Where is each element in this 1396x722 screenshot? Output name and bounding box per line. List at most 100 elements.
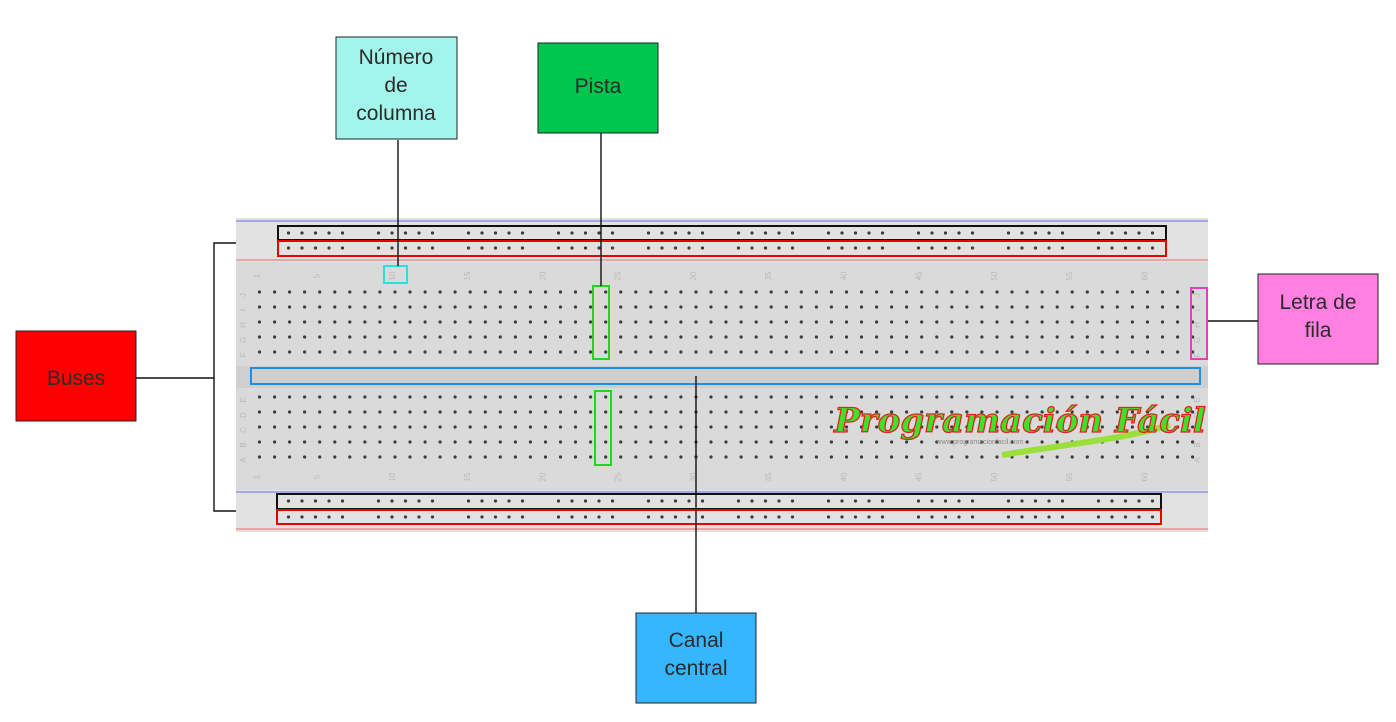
breadboard-hole <box>679 290 683 294</box>
breadboard-hole <box>423 305 427 309</box>
breadboard-hole <box>769 320 773 324</box>
breadboard-hole <box>438 455 442 459</box>
bus-hole <box>1020 246 1024 250</box>
breadboard-hole <box>1010 290 1014 294</box>
breadboard-hole <box>814 425 819 429</box>
breadboard-hole <box>1145 440 1150 444</box>
breadboard-hole <box>890 425 894 429</box>
column-number-text: 20 <box>539 271 548 280</box>
row-letter-text: A <box>239 457 248 463</box>
bus-hole <box>840 246 844 250</box>
breadboard-hole <box>1085 395 1089 399</box>
breadboard-hole <box>528 440 533 444</box>
row-letter-text: C <box>239 427 248 433</box>
column-number-text: 10 <box>388 472 397 481</box>
buses-bracket <box>213 242 236 512</box>
breadboard-hole <box>724 395 728 399</box>
breadboard-hole <box>649 305 653 309</box>
breadboard-hole <box>558 335 563 339</box>
breadboard-hole <box>739 425 743 429</box>
breadboard-hole <box>619 350 623 354</box>
breadboard-hole <box>348 350 352 354</box>
breadboard-hole <box>1040 455 1044 459</box>
breadboard-hole <box>694 320 698 324</box>
breadboard-hole <box>739 335 743 339</box>
breadboard-hole <box>589 350 593 354</box>
bus-hole <box>1150 515 1155 519</box>
bus-hole <box>700 499 705 503</box>
breadboard-hole <box>950 455 954 459</box>
breadboard-hole <box>679 395 683 399</box>
breadboard-hole <box>333 425 337 429</box>
bus-hole <box>736 246 741 250</box>
breadboard-hole <box>965 350 969 354</box>
breadboard-hole <box>273 305 277 309</box>
breadboard-hole <box>1100 335 1104 339</box>
bus-hole <box>507 515 511 519</box>
breadboard-hole <box>739 395 743 399</box>
breadboard-hole <box>1040 440 1044 444</box>
bus-hole <box>736 499 741 503</box>
bus-hole <box>570 231 574 235</box>
bus-hole <box>750 246 754 250</box>
breadboard-hole <box>378 455 382 459</box>
breadboard-hole <box>453 395 457 399</box>
breadboard-hole <box>1025 410 1029 414</box>
breadboard-hole <box>950 425 954 429</box>
breadboard-hole <box>589 395 593 399</box>
breadboard-hole <box>393 305 397 309</box>
breadboard: 1155101015152020252530303535404045455050… <box>236 218 1208 532</box>
breadboard-hole <box>905 440 909 444</box>
column-number-text: 25 <box>614 271 623 280</box>
breadboard-hole <box>890 335 894 339</box>
bus-hole <box>313 515 318 519</box>
connector-lines <box>136 133 1258 613</box>
row-letter-text: D <box>239 412 248 418</box>
breadboard-hole <box>1100 290 1104 294</box>
breadboard-hole <box>754 350 758 354</box>
breadboard-hole <box>1055 440 1059 444</box>
bus-hole <box>1137 246 1141 250</box>
breadboard-hole <box>724 455 728 459</box>
row-letter-text: E <box>1193 397 1202 402</box>
breadboard-hole <box>1085 305 1089 309</box>
breadboard-hole <box>920 425 924 429</box>
breadboard-hole <box>1115 410 1119 414</box>
breadboard-hole <box>935 410 939 414</box>
bus-hole <box>556 246 561 250</box>
breadboard-hole <box>468 350 472 354</box>
breadboard-hole <box>528 425 533 429</box>
bus-hole <box>466 515 471 519</box>
breadboard-hole <box>995 410 999 414</box>
breadboard-hole <box>619 335 623 339</box>
breadboard-hole <box>905 410 909 414</box>
breadboard-hole <box>528 305 533 309</box>
breadboard-hole <box>393 335 397 339</box>
breadboard-hole <box>378 305 382 309</box>
breadboard-hole <box>905 425 909 429</box>
bus-hole <box>1123 499 1128 503</box>
bus-hole <box>390 246 394 250</box>
breadboard-hole <box>1145 350 1150 354</box>
bus-hole <box>763 515 768 519</box>
breadboard-hole <box>423 410 427 414</box>
breadboard-hole <box>920 305 924 309</box>
breadboard-hole <box>769 455 773 459</box>
breadboard-hole <box>679 335 683 339</box>
breadboard-hole <box>333 395 337 399</box>
breadboard-hole <box>1145 320 1150 324</box>
breadboard-hole <box>363 425 367 429</box>
breadboard-hole <box>859 455 864 459</box>
breadboard-hole <box>288 455 292 459</box>
breadboard-hole <box>1115 335 1119 339</box>
breadboard-hole <box>573 305 578 309</box>
breadboard-hole <box>694 350 698 354</box>
track-box <box>537 42 659 134</box>
breadboard-hole <box>1055 455 1059 459</box>
column-number-text: 1 <box>253 474 262 479</box>
bus-hole <box>777 231 781 235</box>
bus-hole <box>300 515 304 519</box>
bus-hole <box>1150 499 1155 503</box>
row-letter-text: J <box>239 293 248 297</box>
